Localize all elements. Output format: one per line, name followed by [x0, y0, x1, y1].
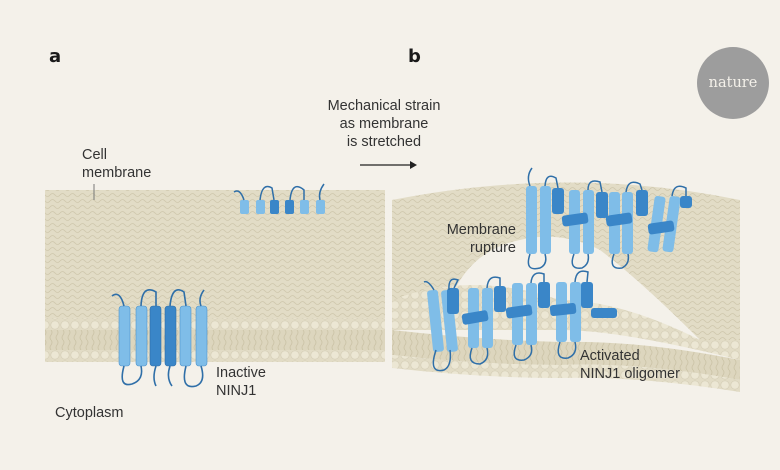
cell-membrane-line2: membrane	[82, 165, 152, 181]
panel-label-b: b	[408, 46, 421, 67]
inactive-ninj1	[111, 289, 208, 388]
cell-membrane-label: Cell membrane	[82, 146, 151, 182]
activated-ninj1-label: Activated NINJ1 oligomer	[580, 347, 680, 383]
strain-line3: is stretched	[346, 134, 422, 150]
mechanical-strain-label: Mechanical strain as membrane is stretch…	[300, 97, 468, 151]
activated-ninj1-lower	[423, 270, 617, 372]
cytoplasm-label: Cytoplasm	[55, 405, 124, 421]
nature-logo: nature	[697, 47, 769, 119]
rupture-line2: rupture	[470, 240, 516, 256]
surface-ninj1-small	[233, 183, 325, 214]
inactive-ninj1-label: Inactive NINJ1	[216, 364, 266, 400]
membrane-rupture-label: Membrane rupture	[430, 221, 516, 257]
panel-label-a: a	[49, 46, 62, 67]
activated-line2: NINJ1 oligomer	[580, 366, 680, 382]
activated-ninj1-upper	[526, 167, 692, 270]
rupture-line1: Membrane	[446, 222, 516, 238]
inactive-line2: NINJ1	[216, 383, 257, 399]
activated-line1: Activated	[580, 348, 640, 364]
strain-line1: Mechanical strain	[327, 98, 441, 114]
cell-membrane-line1: Cell	[82, 147, 107, 163]
inactive-line1: Inactive	[216, 365, 266, 381]
strain-arrow	[360, 161, 417, 169]
membrane-surface-a	[45, 190, 385, 362]
strain-line2: as membrane	[339, 116, 429, 132]
